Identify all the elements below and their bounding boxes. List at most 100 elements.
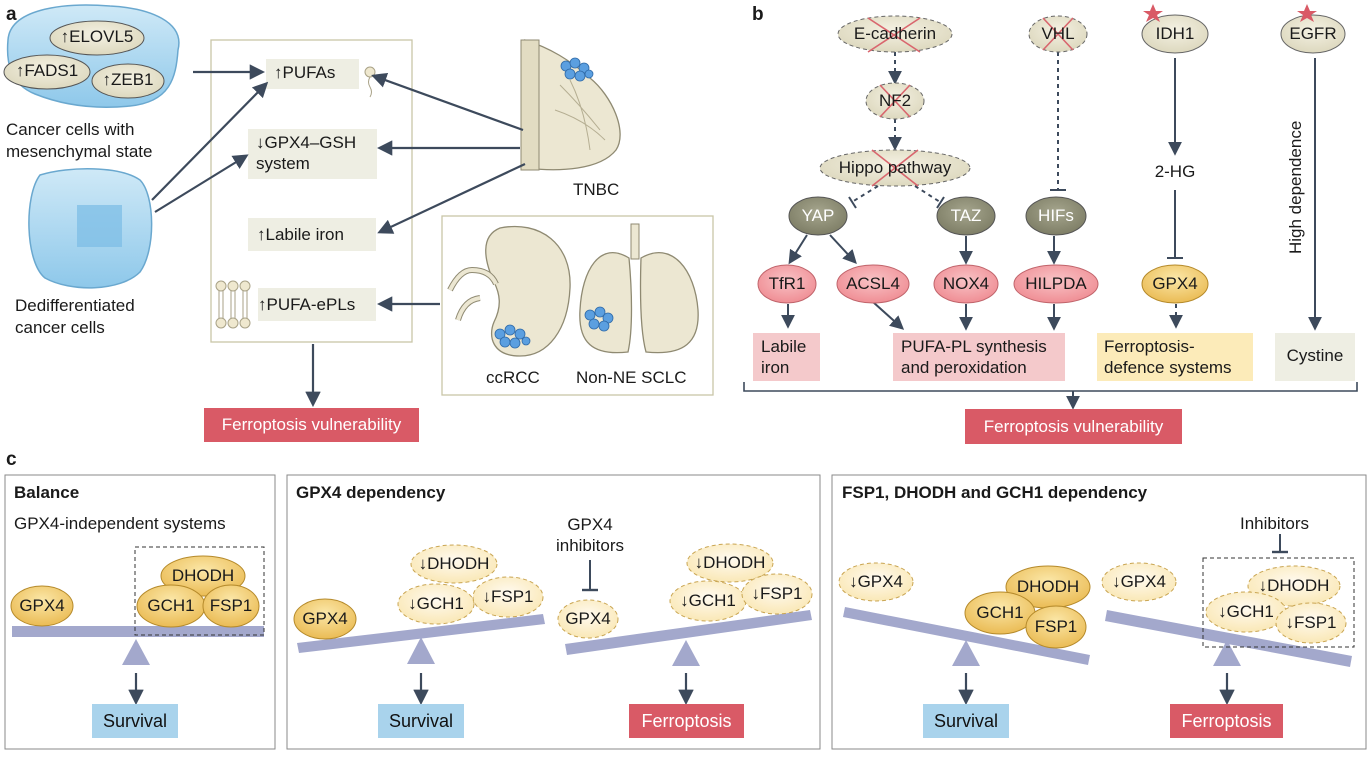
dedifferentiated-nucleus xyxy=(77,205,122,247)
mesenchymal-caption: Cancer cells with mesenchymal state xyxy=(6,119,152,163)
gpx4dep-dhodh-ellipse xyxy=(410,544,498,584)
labile-iron-b-line2: iron xyxy=(761,358,790,377)
high-dependence-label: High dependence xyxy=(1286,120,1305,254)
gpx4dep-dhodh2-ellipse xyxy=(686,543,774,583)
arrow-dediff-to-pufas xyxy=(151,81,269,201)
vhl-label: VHL xyxy=(1041,24,1075,43)
idh1-label: IDH1 xyxy=(1155,24,1195,43)
edge-hippo-taz xyxy=(914,185,941,203)
arrow-tnbc-to-pufas xyxy=(371,72,524,132)
hilpda-node xyxy=(1013,264,1099,304)
balance-survival: Survival xyxy=(92,704,178,738)
fsp1-inhibitors-label: Inhibitors xyxy=(1240,514,1309,533)
gpx4dep-beam-left xyxy=(297,614,545,653)
membrane-icon xyxy=(215,280,251,329)
hifs-node xyxy=(1025,196,1087,236)
gpx4dep-fsp1-ellipse xyxy=(472,576,544,618)
pufa-pl-line1: PUFA-PL synthesis xyxy=(901,337,1047,356)
panel-a-label: a xyxy=(6,4,17,25)
tfr1-label: TfR1 xyxy=(768,274,806,293)
balance-dhodh-label: DHODH xyxy=(171,566,235,585)
panel-b-bracket xyxy=(743,382,1358,392)
gpx4dep-fsp1-2-label: ↓FSP1 xyxy=(751,584,803,603)
lung-tumour xyxy=(584,306,614,332)
hilpda-label: HILPDA xyxy=(1025,274,1087,293)
gpx4dep-fulcrum-right xyxy=(672,640,700,666)
inhibit-bar-yap xyxy=(848,196,857,209)
hifs-label: HIFs xyxy=(1038,206,1074,225)
fsp1dep-fsp1-label: FSP1 xyxy=(1034,617,1078,636)
labile-iron-box-b: Labile iron xyxy=(753,333,820,381)
pufa-epls-box xyxy=(258,288,376,321)
balance-beam xyxy=(12,626,264,637)
balance-title: Balance xyxy=(14,483,80,502)
taz-label: TAZ xyxy=(950,206,982,225)
nox4-label: NOX4 xyxy=(942,274,990,293)
pufa-epls-label: ↑PUFA-ePLs xyxy=(258,295,356,314)
cystine-box: Cystine xyxy=(1275,333,1355,381)
balance-dashed-box xyxy=(134,546,265,636)
hippo-label: Hippo pathway xyxy=(838,158,952,177)
egfr-node xyxy=(1280,14,1346,54)
panel-c-label: c xyxy=(6,449,17,470)
tfr1-node xyxy=(757,264,817,304)
fsp1dep-gch1-2-label: ↓GCH1 xyxy=(1218,602,1274,621)
gpx4-gsh-line1: ↓GPX4–GSH xyxy=(256,133,357,152)
gpx4dep-beam-right xyxy=(565,610,812,655)
taz-node xyxy=(936,196,996,236)
pufas-label: ↑PUFAs xyxy=(274,63,336,82)
dediff-caption: Dedifferentiated cancer cells xyxy=(15,295,135,339)
fsp1dep-fsp1-2-ellipse xyxy=(1275,602,1347,644)
fsp1dep-gpx4-ellipse xyxy=(838,562,914,602)
gpx4dep-gpx4-inhibited-label: GPX4 xyxy=(565,609,611,628)
mesenchymal-caption-line2: mesenchymal state xyxy=(6,142,153,161)
acsl4-node xyxy=(836,264,910,304)
fsp1dep-gpx4-2-ellipse xyxy=(1101,562,1177,602)
fads1-ellipse xyxy=(3,54,91,90)
fsp1dep-fsp1-ellipse xyxy=(1025,605,1087,649)
edge-yap-tfr1 xyxy=(788,234,808,265)
balance-fulcrum xyxy=(122,639,150,665)
pufa-lipid-head xyxy=(364,66,376,78)
labile-iron-box xyxy=(248,218,376,251)
gpx4dep-gch1-2-label: ↓GCH1 xyxy=(680,591,736,610)
pufa-lipid-tail xyxy=(368,76,372,98)
arrow-dediff-to-gpx4 xyxy=(154,154,249,213)
dediff-caption-line1: Dedifferentiated xyxy=(15,296,135,315)
defence-line1: Ferroptosis- xyxy=(1104,337,1195,356)
gpx4-node-b xyxy=(1141,264,1209,304)
yap-node xyxy=(788,196,848,236)
edge-yap-acsl4 xyxy=(829,234,857,265)
gpx4dep-dhodh2-label: ↓DHODH xyxy=(694,553,766,572)
dediff-caption-line2: cancer cells xyxy=(15,318,105,337)
acsl4-label: ACSL4 xyxy=(846,274,900,293)
gpx4dep-gch1-ellipse xyxy=(397,583,475,625)
balance-gpx4-label: GPX4 xyxy=(19,596,65,615)
gpx4dep-ferroptosis: Ferroptosis xyxy=(629,704,744,738)
gpx4dep-dhodh-label: ↓DHODH xyxy=(418,554,490,573)
fsp1dep-dhodh-label: DHODH xyxy=(1016,577,1080,596)
egfr-mutation-star xyxy=(1297,4,1317,22)
arrow-tnbc-to-iron xyxy=(377,163,526,234)
fsp1dep-fulcrum-right xyxy=(1213,640,1241,666)
fads1-label: ↑FADS1 xyxy=(15,61,79,80)
fsp1dep-dashed-box xyxy=(1202,557,1355,648)
ferroptosis-vulnerability-a: Ferroptosis vulnerability xyxy=(204,408,419,442)
edge-hippo-yap xyxy=(851,185,879,203)
fsp1dep-title: FSP1, DHODH and GCH1 dependency xyxy=(842,483,1148,502)
gpx4dep-survival: Survival xyxy=(378,704,464,738)
gpx4dep-fsp1-2-ellipse xyxy=(741,573,813,615)
ccrcc-label: ccRCC xyxy=(486,368,540,387)
zeb1-ellipse xyxy=(91,63,165,99)
balance-fsp1-label: FSP1 xyxy=(209,596,253,615)
gpx4dep-gpx4-label: GPX4 xyxy=(302,609,348,628)
lungs-illustration xyxy=(579,223,699,354)
balance-fsp1-ellipse xyxy=(202,584,260,628)
mesenchymal-caption-line1: Cancer cells with xyxy=(6,120,135,139)
edge-acsl4-pufapl xyxy=(872,301,905,330)
gpx4dep-title: GPX4 dependency xyxy=(296,483,446,502)
fsp1dep-fsp1-2-label: ↓FSP1 xyxy=(1285,613,1337,632)
gpx4-gsh-box xyxy=(248,129,377,179)
fsp1dep-gpx4-label: ↓GPX4 xyxy=(849,572,903,591)
